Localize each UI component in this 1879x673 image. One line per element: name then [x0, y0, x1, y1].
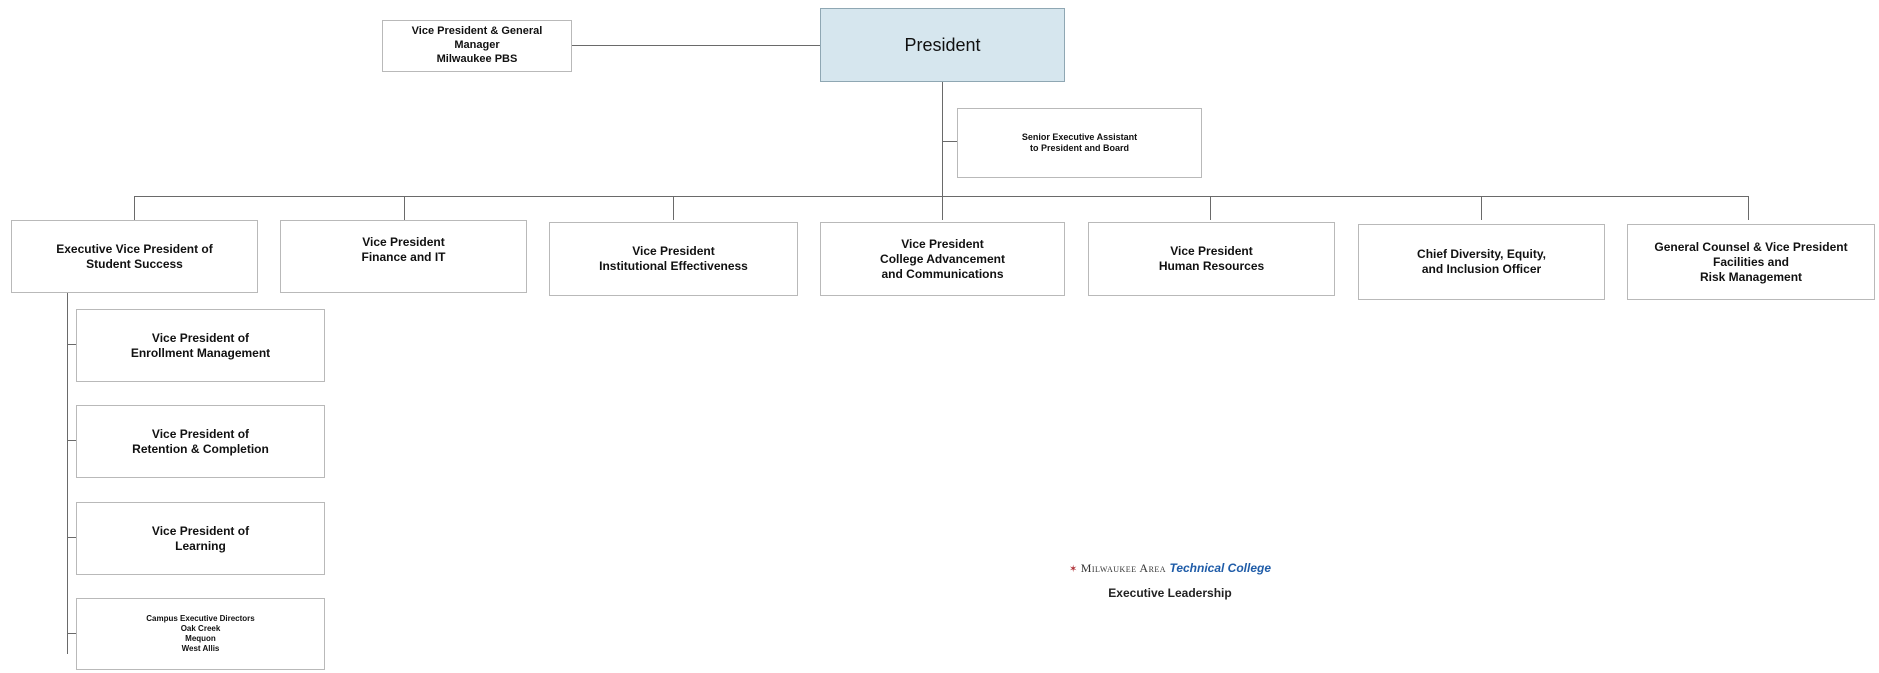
connector-sub-4 [67, 633, 76, 634]
box-vp-retention-completion: Vice President of Retention & Completion [76, 405, 325, 478]
label-vp-enrollment-management: Vice President of Enrollment Management [130, 330, 271, 360]
box-vp-finance-it: Vice President Finance and IT [280, 220, 527, 293]
box-vp-human-resources: Vice President Human Resources [1088, 222, 1335, 296]
box-vp-general-manager-milwaukee-pbs: Vice President & General Manager Milwauk… [382, 20, 572, 72]
label-evp-student-success: Executive Vice President of Student Succ… [56, 241, 213, 271]
box-chief-diversity-officer: Chief Diversity, Equity, and Inclusion O… [1358, 224, 1605, 300]
box-president: President [820, 8, 1065, 82]
label-senior-executive-assistant: Senior Executive Assistant to President … [1021, 131, 1138, 153]
box-senior-executive-assistant: Senior Executive Assistant to President … [957, 108, 1202, 178]
box-campus-executive-directors: Campus Executive Directors Oak Creek Meq… [76, 598, 325, 670]
box-vp-enrollment-management: Vice President of Enrollment Management [76, 309, 325, 382]
label-vp-institutional-effectiveness: Vice President Institutional Effectivene… [599, 244, 748, 273]
box-evp-student-success: Executive Vice President of Student Succ… [11, 220, 258, 293]
label-vp-learning: Vice President of Learning [151, 523, 250, 553]
connector-sub-3 [67, 537, 76, 538]
label-chief-diversity-officer: Chief Diversity, Equity, and Inclusion O… [1417, 247, 1546, 276]
box-vp-learning: Vice President of Learning [76, 502, 325, 575]
connector-assistant [942, 141, 957, 142]
label-vp-retention-completion: Vice President of Retention & Completion [132, 426, 269, 456]
connector-drop-4 [942, 196, 943, 220]
connector-drop-1 [134, 196, 135, 220]
label-vp-human-resources: Vice President Human Resources [1158, 244, 1265, 273]
chart-caption: Executive Leadership [1108, 586, 1232, 600]
connector-sub-1 [67, 344, 76, 345]
star-icon: ✶ [1068, 564, 1078, 575]
logo-text-italic: Technical College [1169, 561, 1272, 575]
connector-drop-7 [1748, 196, 1749, 220]
box-general-counsel-vp-facilities: General Counsel & Vice President Facilit… [1627, 224, 1875, 300]
box-vp-college-advancement: Vice President College Advancement and C… [820, 222, 1065, 296]
connector-student-success-vertical [67, 293, 68, 654]
college-logo: ✶ Milwaukee Area Technical College [1040, 561, 1300, 576]
logo-text-plain: Milwaukee Area [1080, 561, 1167, 575]
label-president: President [904, 34, 981, 55]
connector-drop-3 [673, 196, 674, 220]
connector-president-trunk [942, 82, 943, 197]
box-vp-institutional-effectiveness: Vice President Institutional Effectivene… [549, 222, 798, 296]
label-vp-general-manager-milwaukee-pbs: Vice President & General Manager Milwauk… [411, 25, 543, 65]
connector-drop-5 [1210, 196, 1211, 220]
college-logo-block: ✶ Milwaukee Area Technical College Execu… [1040, 561, 1300, 600]
label-general-counsel-vp-facilities: General Counsel & Vice President Facilit… [1654, 239, 1848, 284]
connector-horizontal-bus [134, 196, 1748, 197]
label-campus-executive-directors: Campus Executive Directors Oak Creek Meq… [146, 614, 255, 653]
label-vp-college-advancement: Vice President College Advancement and C… [880, 236, 1005, 281]
connector-sub-2 [67, 440, 76, 441]
connector-pbs-president [572, 45, 820, 46]
connector-drop-2 [404, 196, 405, 220]
connector-drop-6 [1481, 196, 1482, 220]
label-vp-finance-it: Vice President Finance and IT [361, 235, 446, 264]
